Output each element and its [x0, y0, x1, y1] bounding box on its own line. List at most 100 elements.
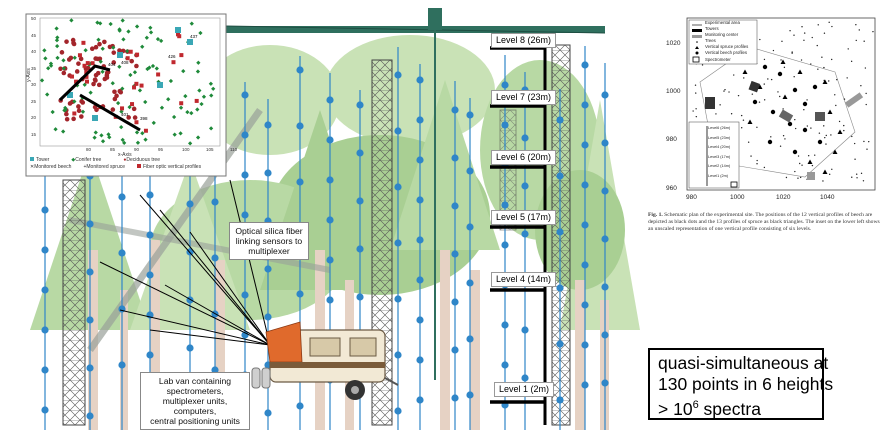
sensor-point: [521, 134, 529, 142]
beech-profile: [792, 149, 798, 155]
conifer-tree: [72, 55, 77, 60]
sensor-point: [601, 379, 609, 387]
conifer-tree: [45, 92, 50, 97]
conifer-tree: [98, 59, 103, 64]
sensor-point: [451, 346, 459, 354]
sensor-point: [451, 106, 459, 114]
sensor-point: [118, 249, 126, 257]
plan-tree: [692, 110, 694, 112]
sensor-point: [581, 341, 589, 349]
plan-tree: [823, 66, 825, 69]
plan-tree: [825, 134, 827, 137]
conifer-tree: [159, 38, 164, 44]
conifer-tree: [181, 68, 186, 74]
plan-tree: [811, 164, 814, 167]
deciduous-tree: [132, 115, 138, 120]
sensor-point: [326, 96, 334, 104]
plan-tree: [821, 56, 823, 58]
deciduous-tree: [78, 56, 84, 62]
inset-ytick: 45: [31, 32, 37, 38]
plan-tree: [719, 104, 721, 106]
plus-icon: +: [83, 163, 87, 170]
sensor-point: [466, 335, 474, 343]
conifer-tree: [54, 38, 60, 43]
inset-xtick: 100: [182, 147, 190, 152]
spruce-profile: [832, 149, 838, 154]
deciduous-tree: [111, 60, 117, 65]
sensor-point: [394, 127, 402, 135]
sensor-point: [556, 228, 564, 236]
plan-tree: [863, 40, 865, 42]
plan-tree: [728, 91, 730, 93]
beech-profile: [777, 71, 783, 77]
conifer-tree: [100, 139, 106, 144]
plan-tree: [851, 176, 853, 178]
spruce-profile: [747, 119, 753, 124]
conifer-tree: [197, 88, 202, 93]
sensor-point: [264, 265, 272, 273]
summary-line-3: > 106 spectra: [658, 398, 761, 419]
conifer-tree: [119, 125, 124, 130]
sensor-point: [118, 193, 126, 201]
sensor-point: [416, 116, 424, 124]
conifer-tree: [199, 101, 204, 107]
sensor-point: [581, 381, 589, 389]
plan-tree: [763, 58, 766, 61]
conifer-tree: [100, 69, 105, 74]
plan-tree: [801, 26, 803, 28]
tower-marker: [175, 27, 181, 33]
plan-tree: [831, 168, 833, 170]
conifer-tree: [128, 72, 133, 78]
deciduous-tree: [107, 44, 113, 50]
deciduous-tree: [76, 104, 81, 109]
plan-tree: [843, 124, 845, 127]
sensor-point: [394, 295, 402, 303]
plan-tree: [800, 59, 803, 61]
tower-marker: [92, 115, 98, 121]
conifer-tree: [196, 60, 201, 65]
plan-xtick: 1040: [820, 194, 835, 201]
plan-tree: [816, 44, 818, 47]
plan-tree: [865, 92, 867, 95]
sensor-point: [326, 136, 334, 144]
inset-ytick: 35: [31, 65, 37, 71]
plan-tree: [730, 113, 733, 115]
beech-profile: [802, 101, 808, 107]
plan-tree: [868, 140, 870, 143]
sensor-point: [521, 182, 529, 190]
plan-legend-item: Experimental area: [705, 20, 740, 25]
legend-tower: Tower: [30, 157, 49, 164]
sensor-point: [601, 187, 609, 195]
plan-tree: [794, 170, 796, 173]
fiber-profile: [128, 49, 133, 54]
sensor-point: [86, 220, 94, 228]
plan-tree: [756, 163, 758, 165]
conifer-tree: [106, 132, 111, 137]
conifer-tree: [61, 58, 66, 63]
conifer-tree: [178, 105, 184, 110]
plan-tree: [811, 36, 813, 39]
plan-tree: [799, 176, 802, 179]
conifer-tree: [46, 66, 51, 71]
plan-tree: [814, 154, 816, 156]
deciduous-tree: [102, 39, 107, 45]
sensor-point: [118, 361, 126, 369]
conifer-tree: [201, 94, 207, 99]
sensor-point: [41, 206, 49, 214]
sensor-point: [86, 364, 94, 372]
conifer-tree: [63, 105, 68, 111]
plan-tree: [825, 143, 827, 145]
plan-tree: [758, 101, 761, 103]
conifer-tree: [120, 137, 125, 143]
sensor-point: [416, 396, 424, 404]
conifer-tree: [188, 141, 193, 146]
conifer-tree: [211, 86, 216, 91]
plan-tree: [854, 158, 856, 160]
conifer-tree: [120, 86, 125, 91]
plan-tree: [864, 67, 867, 69]
legend-deciduous: ●Deciduous tree: [123, 157, 160, 163]
spruce-profile: [822, 79, 828, 84]
plan-tree: [770, 78, 773, 81]
inset-xtick: 90: [134, 147, 140, 152]
